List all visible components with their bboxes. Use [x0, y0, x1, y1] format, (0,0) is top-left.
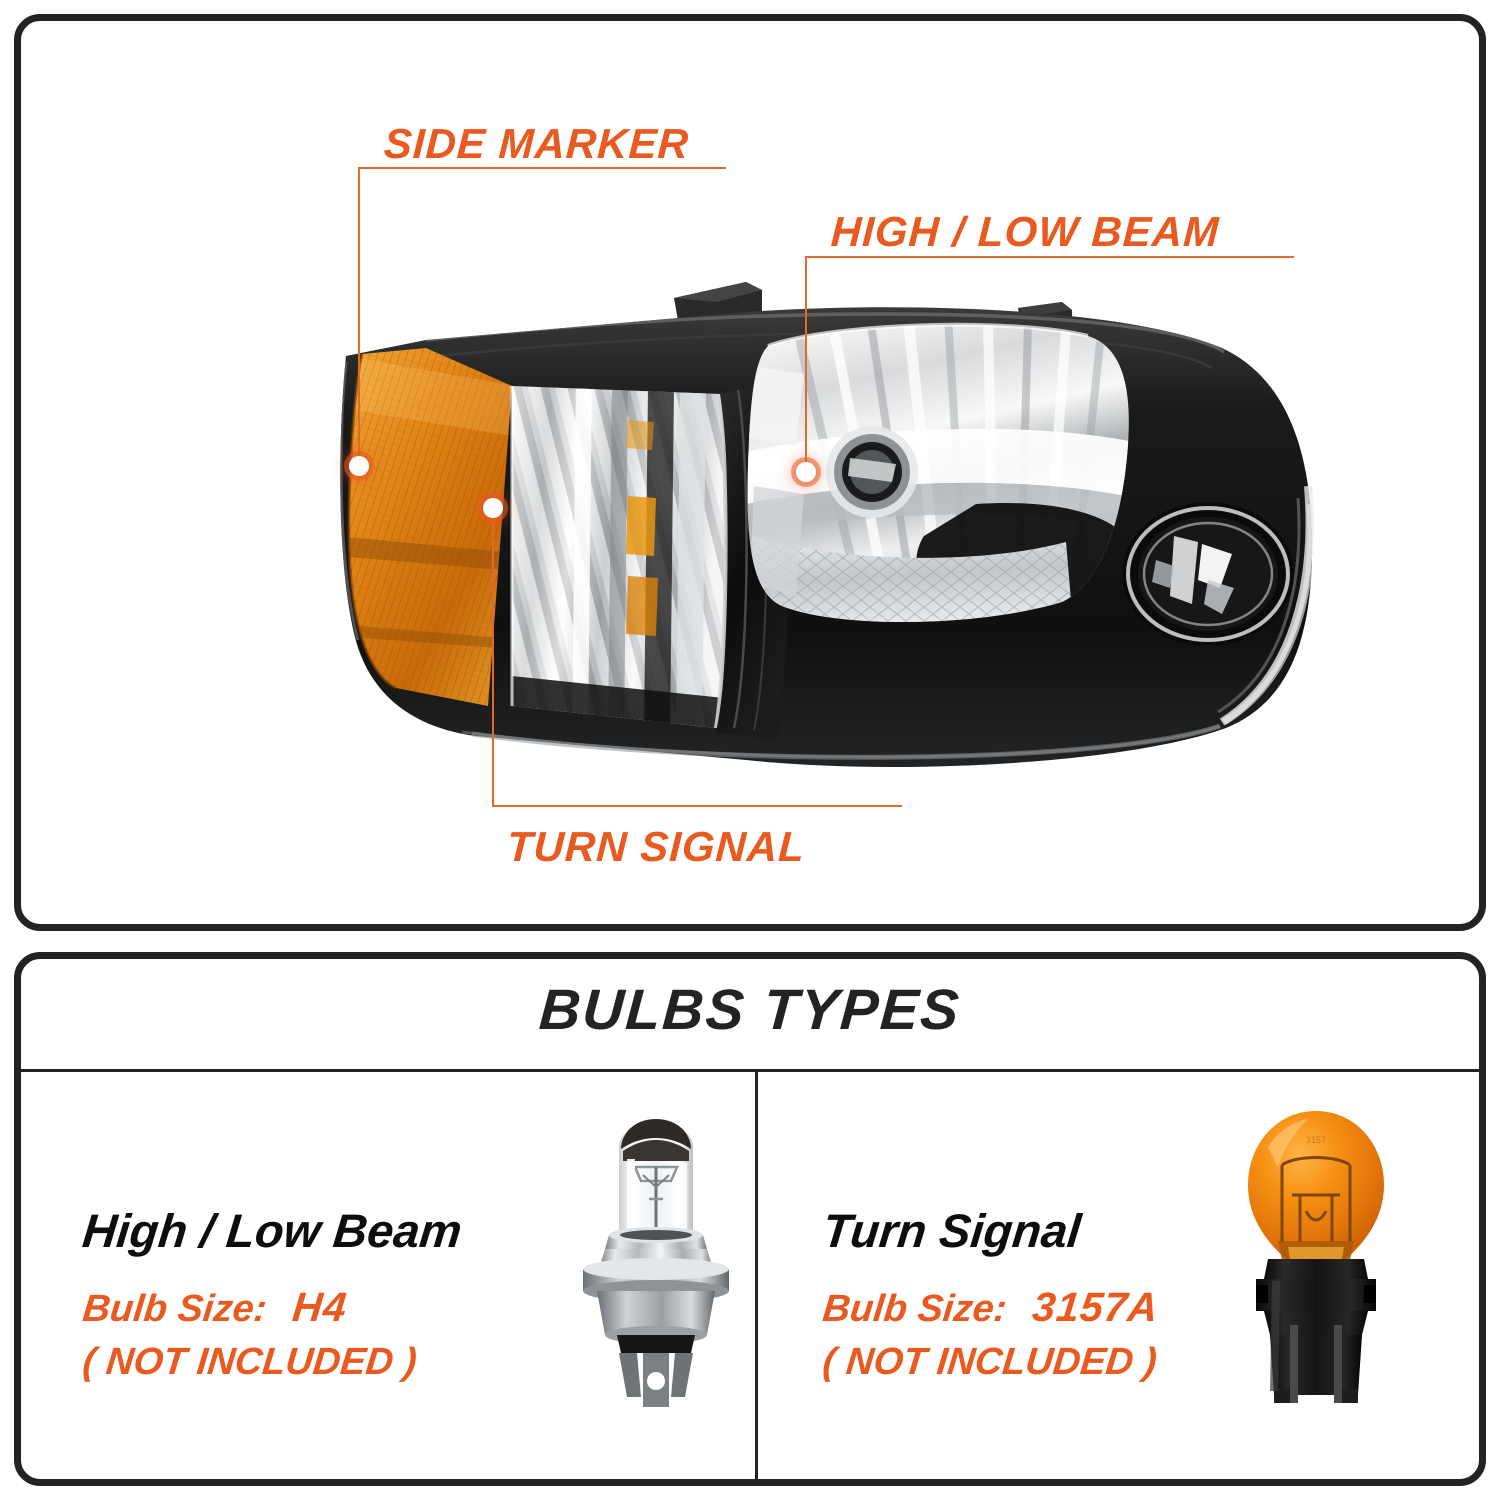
leader-line-high-low-beam-vertical	[805, 256, 807, 472]
callout-label-high-low-beam: HIGH / LOW BEAM	[829, 208, 1221, 255]
turn-signal-lens	[510, 386, 728, 729]
callout-label-turn-signal: TURN SIGNAL	[505, 823, 807, 870]
bulbs-header-divider	[21, 1069, 1479, 1072]
bulb-size-value-turn-signal: 3157A	[1030, 1284, 1161, 1330]
bulb-size-row-turn-signal: Bulb Size: 3157A	[821, 1284, 1161, 1331]
callout-dot-high-low-beam	[796, 462, 816, 482]
leader-line-side-marker-vertical	[358, 167, 360, 466]
bulb-cell-high-low-beam: High / Low Beam Bulb Size: H4 ( NOT INCLU…	[21, 1083, 758, 1483]
bulb-cell-turn-signal: Turn Signal Bulb Size: 3157A ( NOT INCLUD…	[761, 1083, 1486, 1483]
headlight-assembly-image	[276, 236, 1336, 806]
halogen-h4-bulb-icon	[561, 1109, 751, 1409]
callout-dot-turn-signal	[483, 498, 503, 518]
leader-line-turn-signal-vertical	[492, 508, 494, 805]
svg-text:3157: 3157	[1306, 1135, 1326, 1145]
bulb-name-turn-signal: Turn Signal	[820, 1204, 1084, 1257]
amber-3157a-bulb-icon: 3157	[1216, 1103, 1416, 1413]
bulbs-cell-divider	[755, 1069, 758, 1479]
leader-line-high-low-beam-horizontal	[805, 256, 1294, 258]
bulbs-types-panel: BULBS TYPES High / Low Beam Bulb Size: H4…	[14, 952, 1486, 1486]
callout-dot-side-marker	[349, 456, 369, 476]
bulb-note-turn-signal: ( NOT INCLUDED )	[820, 1341, 1159, 1383]
bulb-size-label-high-low-beam: Bulb Size:	[80, 1288, 269, 1330]
bulb-size-row-high-low-beam: Bulb Size: H4	[81, 1284, 465, 1331]
diagram-panel: SIDE MARKER HIGH / LOW BEAM TURN SIGNAL	[14, 14, 1486, 931]
bulb-size-value-high-low-beam: H4	[290, 1284, 350, 1330]
callout-label-side-marker: SIDE MARKER	[382, 120, 691, 167]
leader-line-side-marker-horizontal	[358, 167, 726, 169]
high-low-beam-reflector	[747, 322, 1129, 623]
bulb-size-label-turn-signal: Bulb Size:	[820, 1288, 1009, 1330]
bulb-note-high-low-beam: ( NOT INCLUDED )	[80, 1341, 419, 1383]
bulb-info-high-low-beam: High / Low Beam Bulb Size: H4 ( NOT INCLU…	[80, 1203, 465, 1384]
leader-line-turn-signal-horizontal	[492, 805, 902, 807]
bulb-name-high-low-beam: High / Low Beam	[80, 1204, 465, 1257]
bulb-info-turn-signal: Turn Signal Bulb Size: 3157A ( NOT INCLUD…	[820, 1203, 1161, 1384]
parking-light-reflector	[1122, 502, 1294, 646]
bulbs-types-title: BULBS TYPES	[537, 978, 963, 1042]
side-marker-lens	[347, 348, 512, 706]
